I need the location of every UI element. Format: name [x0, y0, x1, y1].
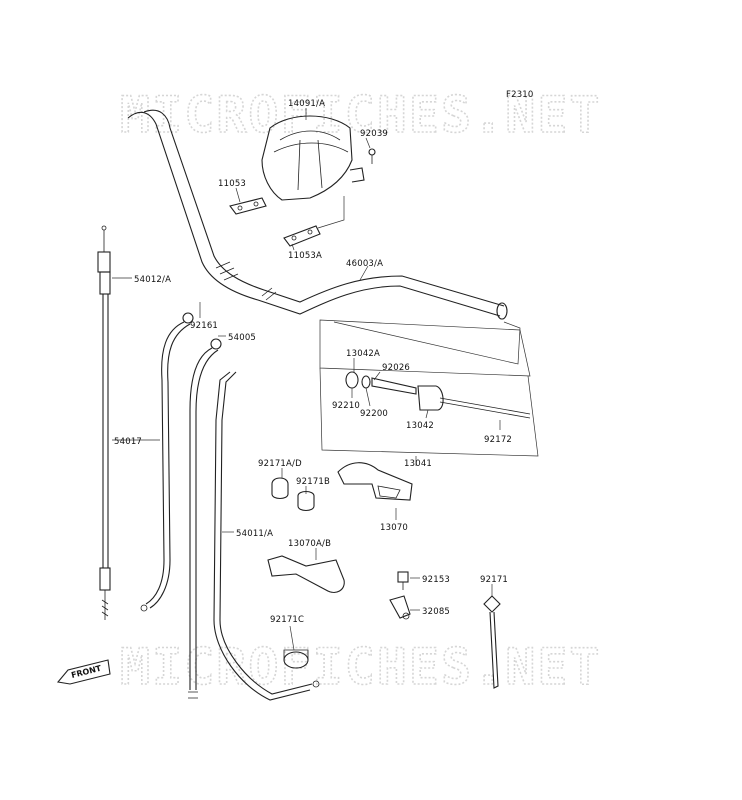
- label-13070: 13070: [380, 523, 408, 533]
- label-92026: 92026: [382, 363, 410, 373]
- throttle-box: [319, 319, 539, 457]
- screw-92039: [368, 148, 376, 164]
- clamp-92171ad: [271, 477, 289, 500]
- watermark-bottom: MICROFICHES.NET: [120, 638, 602, 696]
- handlebar: [127, 109, 508, 320]
- label-14091a: 14091/A: [288, 99, 325, 109]
- label-92171c: 92171C: [270, 615, 304, 625]
- label-92172: 92172: [484, 435, 512, 445]
- diagram-code: F2310: [506, 90, 534, 100]
- box-outline-top: [333, 321, 521, 365]
- label-32085: 32085: [422, 607, 450, 617]
- label-54011a: 54011/A: [236, 529, 273, 539]
- label-92039: 92039: [360, 129, 388, 139]
- clamp-11053a: [283, 225, 321, 247]
- label-13041: 13041: [404, 459, 432, 469]
- label-13042: 13042: [406, 421, 434, 431]
- label-54005: 54005: [228, 333, 256, 343]
- label-46003a: 46003/A: [346, 259, 383, 269]
- label-11053: 11053: [218, 179, 246, 189]
- label-92161: 92161: [190, 321, 218, 331]
- label-92200: 92200: [360, 409, 388, 419]
- label-92171: 92171: [480, 575, 508, 585]
- part-labels: 14091/A 92039 11053 11053A 46003/A 54012…: [114, 99, 512, 625]
- label-11053a: 11053A: [288, 251, 322, 261]
- label-92171ad: 92171A/D: [258, 459, 302, 469]
- bracket-32085: [389, 595, 411, 620]
- bracket-13070ab: [267, 555, 345, 593]
- clamp-11053: [229, 197, 267, 215]
- label-92171b: 92171B: [296, 477, 330, 487]
- front-arrow: FRONT: [56, 659, 111, 685]
- watermark-top: MICROFICHES.NET: [120, 86, 602, 144]
- label-13042a: 13042A: [346, 349, 380, 359]
- cable-54011a: [188, 338, 320, 701]
- clamp-92171c: [283, 649, 309, 669]
- tie-92171: [483, 595, 501, 689]
- leader-cover-clamp: [317, 196, 345, 229]
- clamp-92171b: [297, 490, 315, 512]
- handlebar-cover: [261, 115, 365, 201]
- leader-lines: [112, 108, 501, 651]
- label-54012a: 54012/A: [134, 275, 171, 285]
- cable-54005: [140, 312, 194, 612]
- label-92153: 92153: [422, 575, 450, 585]
- label-92210: 92210: [332, 401, 360, 411]
- cable-54012a: [97, 225, 111, 620]
- bracket-13070: [337, 462, 413, 501]
- label-54017: 54017: [114, 437, 142, 447]
- label-13070ab: 13070A/B: [288, 539, 331, 549]
- bolt-92153: [397, 571, 409, 590]
